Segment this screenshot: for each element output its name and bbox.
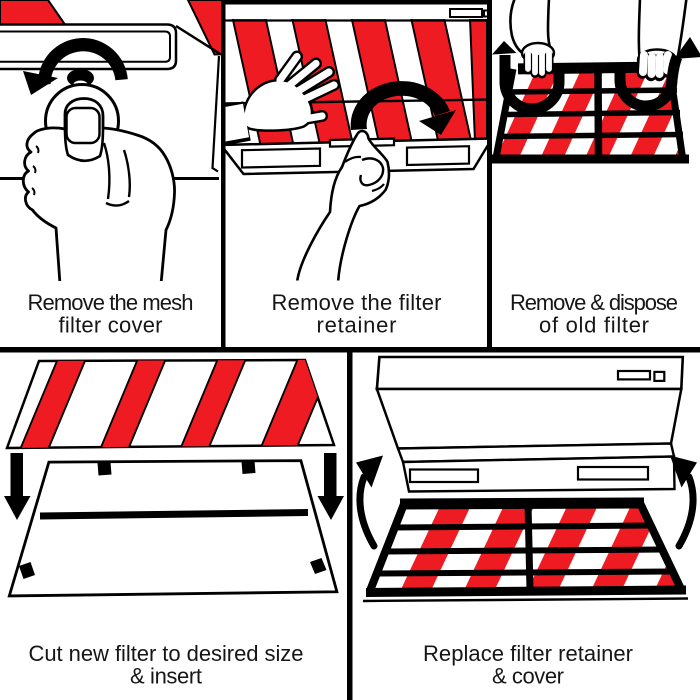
svg-text:& insert: & insert xyxy=(130,664,202,689)
svg-text:Cut new filter to desired size: Cut new filter to desired size xyxy=(29,641,304,666)
svg-text:filter cover: filter cover xyxy=(59,313,163,338)
svg-text:Replace filter retainer: Replace filter retainer xyxy=(423,641,633,666)
svg-text:& cover: & cover xyxy=(492,664,564,689)
svg-text:Remove the mesh: Remove the mesh xyxy=(28,290,194,315)
svg-text:Remove the filter: Remove the filter xyxy=(272,290,442,315)
svg-text:retainer: retainer xyxy=(317,313,397,338)
svg-text:Remove & dispose: Remove & dispose xyxy=(510,290,678,315)
svg-text:of old filter: of old filter xyxy=(539,313,649,338)
